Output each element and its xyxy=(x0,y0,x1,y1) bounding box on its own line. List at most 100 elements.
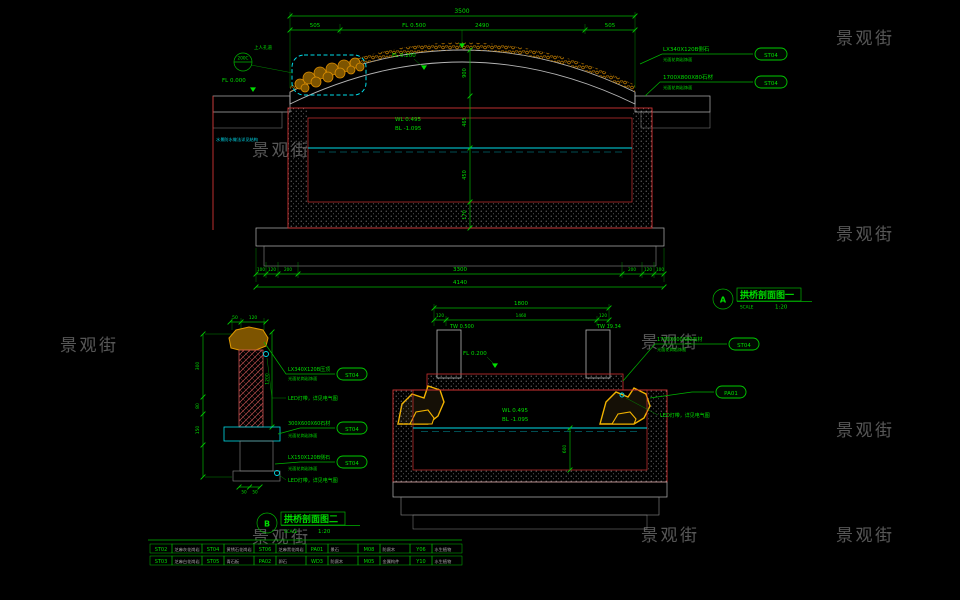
pillar-right xyxy=(585,329,611,379)
dim-height-2: 465 xyxy=(462,117,468,127)
gravel-bed-b xyxy=(400,496,660,516)
dim-post-left-2: 80 xyxy=(195,403,201,409)
watermark: 景观街 xyxy=(836,29,895,49)
dim-post-bottom-1: 50 xyxy=(241,490,247,495)
legend-code: ST02 xyxy=(155,547,168,553)
led-note-1: LED灯带，详见电气图 xyxy=(266,357,338,402)
dim-post-top-1: 50 xyxy=(232,315,238,321)
led-strip-marker xyxy=(263,351,269,357)
watermark: 景观街 xyxy=(836,421,895,441)
st04-badge xyxy=(336,421,368,435)
scale-label: SCALE xyxy=(740,305,754,310)
led-note-2: LED灯带，详见电气图 xyxy=(278,474,338,484)
callout-line2: 光面花岗岩饰面 xyxy=(663,56,692,63)
legend-code: ST06 xyxy=(259,547,272,553)
arch-deck xyxy=(289,49,636,105)
dim-span-mid: 2490 xyxy=(475,23,489,29)
watermark: 景观街 xyxy=(836,526,895,546)
level-bl-b: BL -1.095 xyxy=(502,417,529,423)
callout-line2: 光面花岗岩饰面 xyxy=(663,84,692,91)
manhole-note: 上人孔道 xyxy=(254,44,272,51)
callout-line1: LX340X120B压顶 xyxy=(288,367,330,373)
led-note-deck: LED灯带，详见电气图 xyxy=(619,392,710,419)
legend-code: ST03 xyxy=(155,559,168,565)
pa01-badge xyxy=(715,385,747,399)
st04-badge-label: ST04 xyxy=(345,373,359,379)
dim-post-top-2: 120 xyxy=(249,315,258,321)
dim-height-1: 900 xyxy=(462,68,468,78)
section-a-title-text: 拱桥剖面图一 xyxy=(740,289,794,301)
watermark: 景观街 xyxy=(60,336,119,356)
foundation-slab xyxy=(255,227,665,247)
scale-value: 1:20 xyxy=(318,529,331,535)
callout-line2: 光面花岗岩饰面 xyxy=(288,465,317,472)
dim-base-3: 200 xyxy=(284,267,292,272)
dim-deck-right: 120 xyxy=(599,313,607,318)
legend-code: ST04 xyxy=(207,547,220,553)
led-strip-marker xyxy=(274,470,280,476)
post-base-band xyxy=(223,426,281,442)
subgrade-left xyxy=(212,111,283,129)
callout-b3: LX150X120B侧石 光面花岗岩饰面 ST04 xyxy=(274,454,368,472)
post-footing xyxy=(239,440,274,472)
section-b-marker: B xyxy=(264,520,270,529)
st04-badge-label: ST04 xyxy=(345,427,359,433)
led-note-text: LED灯带，详见电气图 xyxy=(288,395,338,402)
dim-deck-left: 120 xyxy=(436,313,444,318)
dim-base-1: 100 xyxy=(257,267,265,272)
st04-badge-label: ST04 xyxy=(764,53,778,59)
stone-cluster xyxy=(294,57,365,93)
waterproof-note: 水景防水做法详见结构 xyxy=(216,136,258,143)
st04-badge-label: ST04 xyxy=(345,461,359,467)
st04-badge xyxy=(754,75,788,89)
watermark: 景观街 xyxy=(641,333,700,353)
legend-desc: 芝麻灰花岗岩 xyxy=(175,546,200,553)
dims-top: 3500 505 FL 0.500 2490 505 xyxy=(287,8,638,88)
dim-span-total: 3500 xyxy=(454,8,469,15)
dim-post-bottom-2: 50 xyxy=(252,490,258,495)
legend-desc: 水生植物 xyxy=(435,546,452,553)
section-b-post-detail: 300 80 150 50 120 1200 50 50 LX340X120B压… xyxy=(195,315,368,495)
dims-bottom: 100 120 200 3300 200 120 100 4140 xyxy=(253,248,667,290)
level-bl: BL -1.095 xyxy=(395,126,422,132)
callout-b1: LX340X120B压顶 光面花岗岩饰面 ST04 xyxy=(263,341,368,382)
legend-code: M05 xyxy=(364,559,375,565)
dim-post-height: 1200 xyxy=(265,373,271,385)
subgrade-b xyxy=(412,514,648,530)
post-cap-stone xyxy=(228,326,269,351)
callout-a1: LX340X120B侧石 光面花岗岩饰面 ST04 xyxy=(639,45,788,65)
watermark: 景观街 xyxy=(836,225,895,245)
callout-b2: 300X600X60石材 光面花岗岩饰面 ST04 xyxy=(277,420,368,439)
level-tw-left: TW 0.500 xyxy=(449,324,474,330)
legend-desc: 芝麻黑花岗岩 xyxy=(279,546,304,553)
st04-badge xyxy=(728,337,760,351)
dim-base-5: 200 xyxy=(628,267,636,272)
post-shaft xyxy=(238,349,264,428)
pool-walls-b xyxy=(393,390,667,482)
callout-rock: PA01 xyxy=(649,385,747,399)
dim-deck-mid: 1460 xyxy=(516,313,527,318)
dims-vertical: 900 465 450 170 xyxy=(462,47,473,231)
dim-span-left: 505 xyxy=(310,23,321,29)
pa01-badge-label: PA01 xyxy=(724,391,738,397)
section-b-deck-detail: 1800 120 1460 120 TW 0.500 TW 19.34 FL 0… xyxy=(256,301,760,535)
legend-code: Y06 xyxy=(415,547,425,553)
st04-badge xyxy=(754,47,788,61)
dim-height-3: 450 xyxy=(462,170,468,180)
callout-line2: 光面花岗岩饰面 xyxy=(288,375,317,382)
dim-post-left-1: 300 xyxy=(195,362,201,371)
level-fl-deck: FL 0.200 xyxy=(392,53,416,59)
legend-code: ST05 xyxy=(207,559,220,565)
watermark: 景观街 xyxy=(641,526,700,546)
ground-hatch-left xyxy=(212,95,291,113)
dim-deck-depth: 600 xyxy=(562,445,568,454)
level-wl-b: WL 0.495 xyxy=(502,408,528,414)
led-note-text: LED灯带，详见电气图 xyxy=(660,412,710,419)
legend-desc: 水生植物 xyxy=(435,558,452,565)
callout-line1: 300X600X60石材 xyxy=(288,420,330,427)
legend-desc: 景石 xyxy=(331,547,339,553)
pool-inner-b xyxy=(412,389,648,471)
